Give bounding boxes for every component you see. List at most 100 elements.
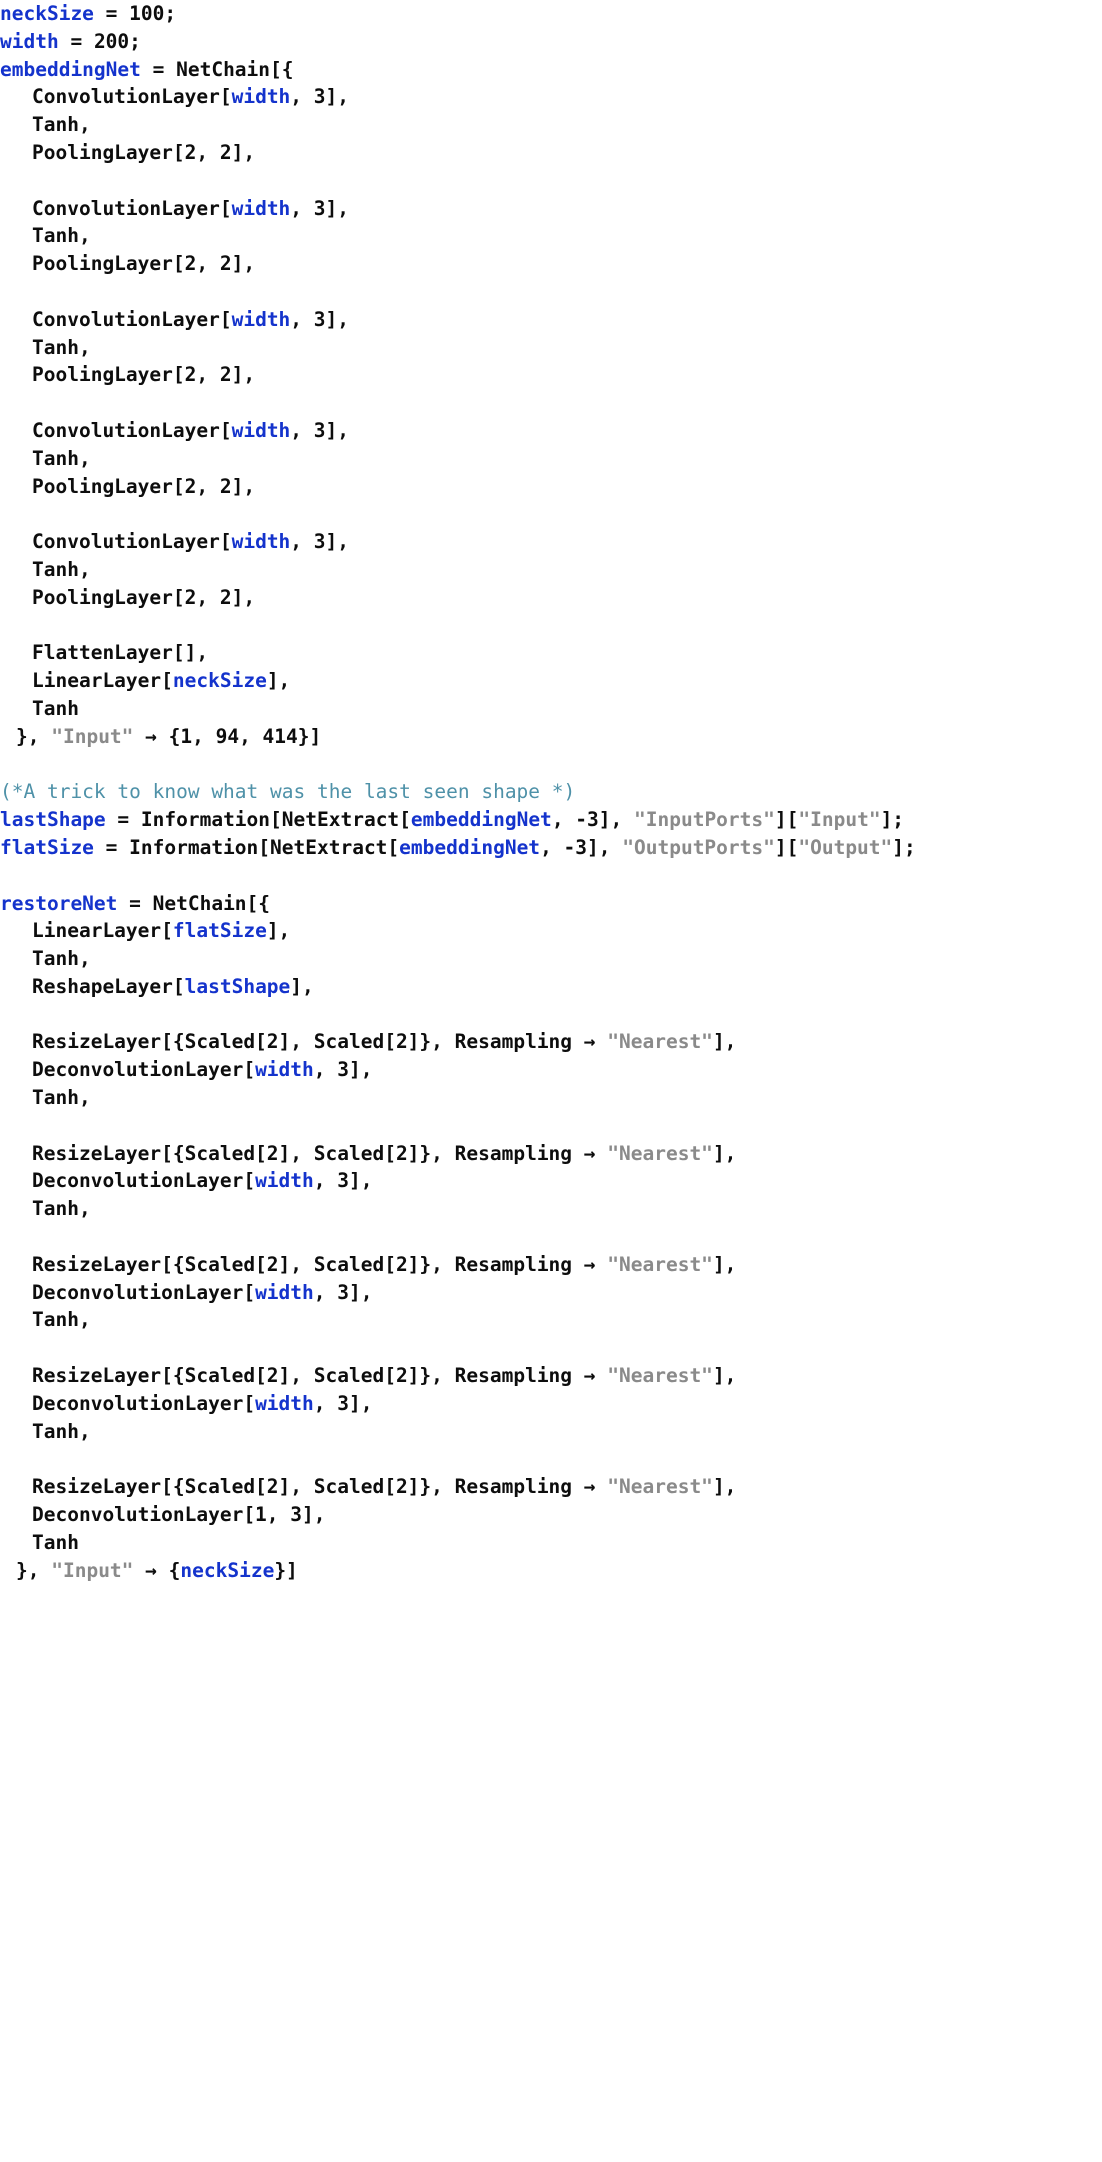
code-token: ConvolutionLayer[ xyxy=(32,307,232,331)
code-token: }] xyxy=(274,1558,298,1582)
code-line: neckSize = 100; xyxy=(0,0,1102,28)
code-token: }, xyxy=(16,724,52,748)
code-line: (*A trick to know what was the last seen… xyxy=(0,778,1102,806)
code-token: ResizeLayer[{Scaled[2], Scaled[2]}, Resa… xyxy=(32,1030,608,1054)
code-token: Tanh, xyxy=(32,557,91,581)
code-token: Tanh xyxy=(32,1530,79,1554)
code-line: ConvolutionLayer[width, 3], xyxy=(0,417,1102,445)
code-line: lastShape = Information[NetExtract[embed… xyxy=(0,806,1102,834)
code-blank-line xyxy=(0,862,1102,890)
code-line: Tanh, xyxy=(0,445,1102,473)
code-token: , 3], xyxy=(290,196,349,220)
code-token: Tanh, xyxy=(32,113,91,137)
code-token: Tanh, xyxy=(32,1086,91,1110)
code-blank-line xyxy=(0,389,1102,417)
code-token: "Nearest" xyxy=(607,1141,713,1165)
code-line: PoolingLayer[2, 2], xyxy=(0,473,1102,501)
code-line: Tanh xyxy=(0,1529,1102,1557)
code-token: flatSize xyxy=(172,919,267,943)
code-token: Tanh, xyxy=(32,947,91,971)
code-token: Tanh, xyxy=(32,1419,91,1443)
code-token: Tanh xyxy=(32,696,79,720)
code-token: , 3], xyxy=(290,85,349,109)
code-token: ResizeLayer[{Scaled[2], Scaled[2]}, Resa… xyxy=(32,1141,608,1165)
code-token: width xyxy=(231,307,291,331)
code-token: , 3], xyxy=(313,1391,373,1415)
code-line: ResizeLayer[{Scaled[2], Scaled[2]}, Resa… xyxy=(0,1473,1102,1501)
code-line: flatSize = Information[NetExtract[embedd… xyxy=(0,834,1102,862)
code-token: LinearLayer[ xyxy=(32,919,173,943)
code-token: → { xyxy=(133,1558,181,1582)
code-line: PoolingLayer[2, 2], xyxy=(0,584,1102,612)
code-line: DeconvolutionLayer[width, 3], xyxy=(0,1056,1102,1084)
code-token: width xyxy=(231,196,291,220)
code-listing: neckSize = 100;width = 200;embeddingNet … xyxy=(0,0,1102,1582)
code-token: ResizeLayer[{Scaled[2], Scaled[2]}, Resa… xyxy=(32,1252,608,1276)
code-line: DeconvolutionLayer[width, 3], xyxy=(0,1167,1102,1195)
code-token: neckSize xyxy=(0,2,94,25)
code-token: neckSize xyxy=(172,669,267,693)
code-token: ResizeLayer[{Scaled[2], Scaled[2]}, Resa… xyxy=(32,1364,608,1388)
code-token: Tanh, xyxy=(32,1308,91,1332)
code-line: DeconvolutionLayer[1, 3], xyxy=(0,1501,1102,1529)
code-token: width xyxy=(255,1391,314,1415)
code-token: ], xyxy=(712,1141,737,1165)
code-token: ], xyxy=(712,1030,737,1054)
code-line: Tanh, xyxy=(0,1306,1102,1334)
code-line: ResizeLayer[{Scaled[2], Scaled[2]}, Resa… xyxy=(0,1362,1102,1390)
code-blank-line xyxy=(0,751,1102,779)
code-token: width xyxy=(231,530,291,554)
code-token: ], xyxy=(266,919,291,943)
code-token: , 3], xyxy=(290,418,349,442)
code-line: ConvolutionLayer[width, 3], xyxy=(0,528,1102,556)
code-token: ConvolutionLayer[ xyxy=(32,530,232,554)
code-token: embeddingNet xyxy=(399,835,541,859)
code-token: , 3], xyxy=(313,1280,373,1304)
code-token: Tanh, xyxy=(32,224,91,248)
code-line: ResizeLayer[{Scaled[2], Scaled[2]}, Resa… xyxy=(0,1251,1102,1279)
code-token: "Nearest" xyxy=(607,1030,713,1054)
code-token: width xyxy=(255,1280,314,1304)
code-blank-line xyxy=(0,1334,1102,1362)
code-token: = xyxy=(93,2,130,25)
code-token: 200; xyxy=(93,29,141,53)
code-token: 100; xyxy=(129,2,177,25)
code-token: ], xyxy=(712,1364,737,1388)
code-line: Tanh, xyxy=(0,556,1102,584)
code-token: , 3], xyxy=(313,1169,373,1193)
code-token: = Information[NetExtract[ xyxy=(93,835,400,859)
code-line: PoolingLayer[2, 2], xyxy=(0,139,1102,167)
code-line: Tanh, xyxy=(0,222,1102,250)
code-line: ConvolutionLayer[width, 3], xyxy=(0,306,1102,334)
code-token: "Input" xyxy=(798,808,881,832)
code-line: PoolingLayer[2, 2], xyxy=(0,250,1102,278)
code-token: DeconvolutionLayer[ xyxy=(32,1058,256,1082)
code-token: , 3], xyxy=(313,1058,373,1082)
code-line: restoreNet = NetChain[{ xyxy=(0,890,1102,918)
code-token: Tanh, xyxy=(32,1197,91,1221)
code-token: "Output" xyxy=(798,835,893,859)
code-line: Tanh, xyxy=(0,111,1102,139)
code-line: LinearLayer[flatSize], xyxy=(0,917,1102,945)
code-blank-line xyxy=(0,1001,1102,1029)
code-token: , -3], xyxy=(540,835,623,859)
code-token: ResizeLayer[{Scaled[2], Scaled[2]}, Resa… xyxy=(32,1475,608,1499)
code-token: "Nearest" xyxy=(607,1364,713,1388)
code-token: width xyxy=(231,85,291,109)
code-token: width xyxy=(255,1058,314,1082)
code-token: width xyxy=(255,1169,314,1193)
code-token: width xyxy=(0,29,59,53)
code-token: flatSize xyxy=(0,835,94,859)
code-line: }, "Input" → {1, 94, 414}] xyxy=(0,723,1102,751)
code-token: PoolingLayer[2, 2], xyxy=(32,474,256,498)
code-token: }, xyxy=(16,1558,52,1582)
code-token: neckSize xyxy=(180,1558,275,1582)
code-line: PoolingLayer[2, 2], xyxy=(0,361,1102,389)
code-line: DeconvolutionLayer[width, 3], xyxy=(0,1390,1102,1418)
code-token: "OutputPorts" xyxy=(622,835,775,859)
code-token: = Information[NetExtract[ xyxy=(105,808,411,832)
code-blank-line xyxy=(0,1445,1102,1473)
code-token: ][ xyxy=(774,835,799,859)
code-token: lastShape xyxy=(184,974,291,998)
code-token: "Input" xyxy=(51,724,134,748)
